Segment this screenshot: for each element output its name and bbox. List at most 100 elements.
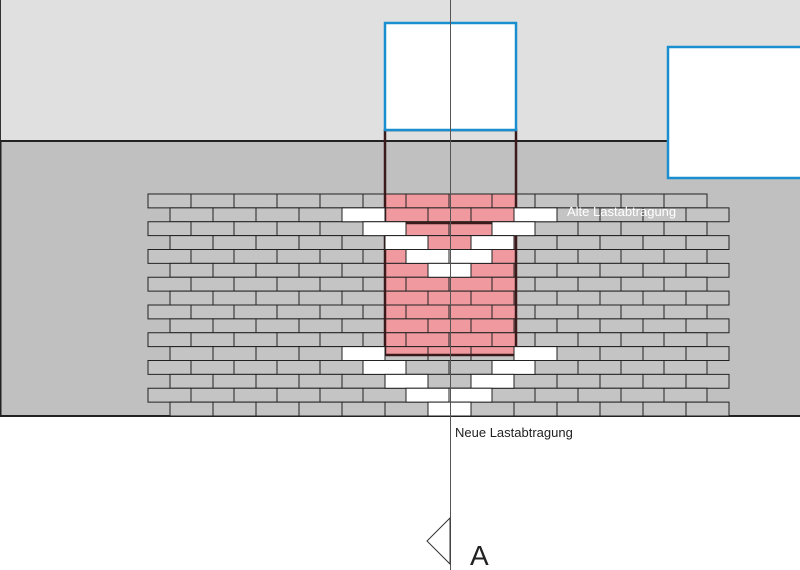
brick <box>577 276 622 292</box>
brick <box>190 304 235 320</box>
brick <box>642 346 687 361</box>
load-path-brick <box>513 346 558 361</box>
brick <box>298 373 343 389</box>
column-brick <box>470 207 515 223</box>
brick <box>341 401 386 417</box>
brick <box>212 346 257 361</box>
brick <box>319 221 364 237</box>
brick <box>276 193 321 209</box>
brick <box>147 360 192 375</box>
brick <box>319 304 364 320</box>
brick <box>276 332 321 348</box>
brick <box>147 332 192 348</box>
brick <box>233 304 278 320</box>
brick <box>663 276 708 292</box>
old-load-path-label: Alte Lastabtragung <box>567 204 676 219</box>
brick <box>169 262 214 278</box>
brick <box>577 221 622 237</box>
brick <box>642 401 687 417</box>
brick <box>556 373 601 389</box>
brick <box>599 318 644 334</box>
load-path-brick <box>470 373 515 389</box>
brick <box>341 318 386 334</box>
brick <box>448 360 493 375</box>
brick <box>384 401 429 417</box>
brick <box>513 290 558 306</box>
window-opening-right <box>666 45 800 180</box>
brick <box>663 304 708 320</box>
brick <box>685 373 730 389</box>
brick <box>620 249 665 264</box>
brick <box>556 346 601 361</box>
brick <box>685 235 730 250</box>
load-path-brick <box>405 249 450 264</box>
brick <box>147 193 192 209</box>
brick <box>190 276 235 292</box>
brick <box>341 235 386 250</box>
column-brick <box>470 318 515 334</box>
brick <box>233 332 278 348</box>
brick <box>599 373 644 389</box>
brick <box>212 290 257 306</box>
load-path-brick <box>427 262 472 278</box>
brick <box>255 401 300 417</box>
brick <box>276 304 321 320</box>
brick <box>190 249 235 264</box>
brick <box>169 401 214 417</box>
column-brick <box>448 332 493 348</box>
column-brick <box>470 290 515 306</box>
brick <box>319 387 364 403</box>
brick <box>212 318 257 334</box>
brick <box>620 387 665 403</box>
brick <box>190 193 235 209</box>
brick <box>642 235 687 250</box>
column-brick <box>405 332 450 348</box>
brick <box>169 373 214 389</box>
load-path-brick <box>513 207 558 223</box>
brick <box>298 235 343 250</box>
brick <box>147 387 192 403</box>
load-path-brick <box>384 373 429 389</box>
brick <box>298 401 343 417</box>
brick <box>255 207 300 223</box>
brick <box>298 290 343 306</box>
load-path-brick <box>362 221 407 237</box>
brick <box>642 373 687 389</box>
brick <box>233 387 278 403</box>
brick <box>513 318 558 334</box>
brick <box>556 290 601 306</box>
section-marker-label: A <box>470 540 489 570</box>
brick <box>685 262 730 278</box>
brick <box>212 207 257 223</box>
column-brick <box>385 318 429 334</box>
brick <box>427 373 472 389</box>
column-brick <box>470 262 515 278</box>
brick <box>255 290 300 306</box>
column-brick <box>385 290 429 306</box>
column-brick <box>427 318 472 334</box>
column-brick <box>427 235 472 250</box>
brick <box>147 304 192 320</box>
brick <box>190 332 235 348</box>
brick <box>276 221 321 237</box>
column-brick <box>427 207 472 223</box>
brick <box>341 290 386 306</box>
brick <box>685 346 730 361</box>
brick <box>556 262 601 278</box>
brick <box>599 235 644 250</box>
brick <box>405 360 450 375</box>
brick <box>362 387 407 403</box>
load-path-brick <box>341 346 386 361</box>
load-path-brick <box>341 207 386 223</box>
brick <box>685 207 730 223</box>
brick <box>233 276 278 292</box>
brick <box>577 249 622 264</box>
brick <box>642 318 687 334</box>
brick <box>534 332 579 348</box>
brick <box>341 373 386 389</box>
brick <box>556 401 601 417</box>
brick <box>233 221 278 237</box>
load-path-brick <box>362 360 407 375</box>
brick <box>212 262 257 278</box>
brick <box>556 235 601 250</box>
